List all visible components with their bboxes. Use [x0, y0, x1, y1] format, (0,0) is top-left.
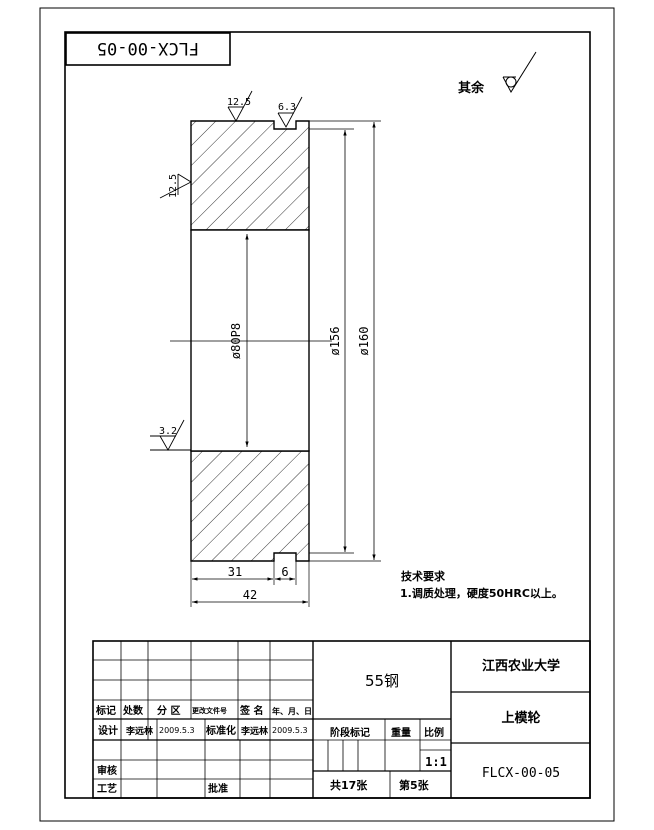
shoulder-dim-text: ø156: [328, 327, 342, 356]
roughness-other-label: 其余: [458, 80, 485, 96]
standard-date: 2009.5.3: [272, 726, 308, 735]
width-main-dim-text: 31: [228, 565, 242, 579]
roughness-top-left: [227, 90, 253, 122]
tech-requirements-title: 技术要求: [401, 569, 446, 583]
header-doc-no: 更改文件号: [192, 706, 227, 715]
bore-dim-text: ø80P8: [229, 323, 243, 359]
width-total-dim-text: 42: [243, 588, 257, 602]
roughness-top-left-text: 12.5: [227, 97, 251, 108]
roughness-left-side: [159, 173, 192, 199]
review-label: 审核: [97, 764, 117, 777]
roughness-top-step: [277, 96, 303, 128]
sheets-total: 共17张: [330, 778, 368, 792]
roughness-bore-text: 3.2: [159, 426, 177, 437]
university-name: 江西农业大学: [482, 658, 560, 674]
header-signature: 签 名: [239, 704, 263, 717]
roughness-bore: [150, 419, 191, 451]
title-block: [92, 640, 591, 799]
tech-requirements-item: 1.调质处理，硬度50HRC以上。: [400, 586, 563, 600]
material-text: 55钢: [365, 672, 399, 690]
process-label: 工艺: [97, 782, 117, 795]
standard-label: 标准化: [205, 724, 236, 737]
weight-label: 重量: [391, 726, 411, 739]
design-label: 设计: [98, 724, 118, 737]
width-step-dim-text: 6: [281, 565, 288, 579]
part-code: FLCX-00-05: [482, 766, 560, 781]
part-name: 上模轮: [501, 710, 540, 726]
designer-name: 李远林: [125, 725, 154, 737]
standard-person: 李远林: [240, 725, 269, 737]
roughness-left-side-text: 12.5: [168, 174, 179, 198]
scale-label: 比例: [424, 726, 444, 739]
upper-section-hatch: [190, 120, 310, 231]
stage-mark-label: 阶段标记: [330, 726, 370, 739]
approve-label: 批准: [208, 782, 228, 795]
outer-dim-text: ø160: [357, 327, 371, 356]
outer-border: [39, 7, 615, 822]
scale-value: 1:1: [425, 755, 447, 769]
header-zone: 分 区: [157, 704, 180, 717]
header-mark: 标记: [95, 704, 116, 717]
lower-section-hatch: [190, 450, 310, 562]
code-box-text: FLCX-00-05: [97, 38, 199, 58]
code-box: [65, 32, 231, 66]
inner-border: [64, 31, 591, 799]
roughness-top-step-text: 6.3: [278, 102, 296, 113]
sheet-number: 第5张: [399, 778, 430, 792]
bore-region: [190, 229, 310, 452]
design-date: 2009.5.3: [159, 726, 195, 735]
header-date: 年、月、日: [272, 706, 312, 716]
roughness-other-symbol: [502, 51, 537, 93]
header-count: 处数: [122, 704, 144, 717]
